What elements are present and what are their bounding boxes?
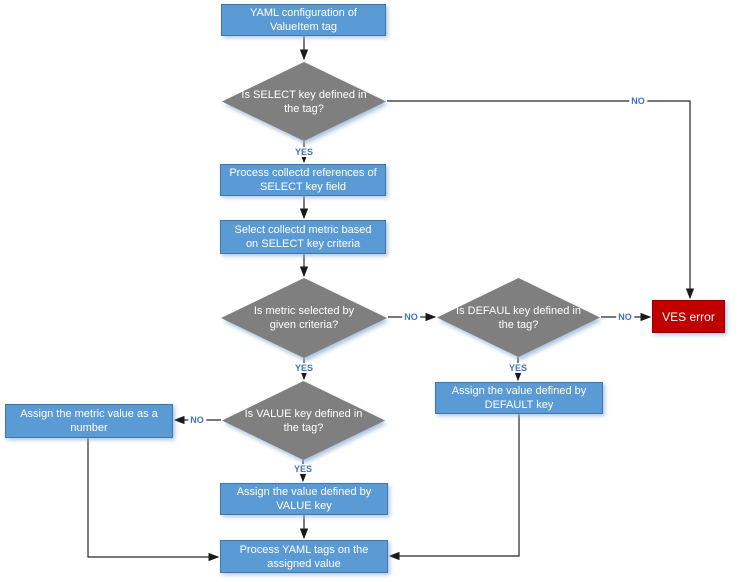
decision-metric-selected-label: Is metric selected by given criteria? xyxy=(253,305,355,331)
diamond-shape: Is metric selected by given criteria? xyxy=(221,278,387,358)
edge-label-no-metric: NO xyxy=(402,312,420,322)
edge-label-no-default: NO xyxy=(616,312,634,322)
edge-label-yes-default: YES xyxy=(506,363,530,373)
node-process-references-label: Process collectd references of SELECT ke… xyxy=(229,167,377,193)
node-yaml-config-label: YAML configuration of ValueItem tag xyxy=(249,7,357,33)
connector-select-no xyxy=(387,100,695,300)
node-assign-value-label: Assign the value defined by VALUE key xyxy=(236,486,372,512)
decision-select-key-label: Is SELECT key defined in the tag? xyxy=(241,88,367,115)
node-assign-metric-label: Assign the metric value as a number xyxy=(20,408,158,434)
edge-label-yes-select: YES xyxy=(292,147,316,157)
edge-label-no-value: NO xyxy=(188,415,206,425)
decision-select-key: Is SELECT key defined in the tag? xyxy=(222,62,386,141)
diamond-shape: Is VALUE key defined in the tag? xyxy=(222,381,385,460)
decision-default-key-label: Is DEFAUL key defined in the tag? xyxy=(456,304,581,331)
node-process-yaml-tags: Process YAML tags on the assigned value xyxy=(220,540,388,573)
diamond-shape: Is SELECT key defined in the tag? xyxy=(222,62,386,141)
node-select-metric: Select collectd metric based on SELECT k… xyxy=(220,220,386,254)
node-yaml-config: YAML configuration of ValueItem tag xyxy=(221,4,386,36)
node-ves-error-label: VES error xyxy=(662,309,715,324)
decision-value-key: Is VALUE key defined in the tag? xyxy=(222,381,385,460)
decision-value-key-label: Is VALUE key defined in the tag? xyxy=(244,407,363,434)
diamond-shape: Is DEFAUL key defined in the tag? xyxy=(437,278,600,357)
connector-assignmetric-to-processyaml xyxy=(87,438,220,562)
node-assign-metric: Assign the metric value as a number xyxy=(5,404,173,438)
node-assign-default-label: Assign the value defined by DEFAULT key xyxy=(451,385,587,411)
node-process-yaml-tags-label: Process YAML tags on the assigned value xyxy=(239,543,369,570)
edge-label-no-select: NO xyxy=(629,96,647,106)
decision-metric-selected: Is metric selected by given criteria? xyxy=(221,278,387,358)
node-ves-error: VES error xyxy=(652,300,725,333)
edge-label-yes-value: YES xyxy=(291,464,315,474)
decision-default-key: Is DEFAUL key defined in the tag? xyxy=(437,278,600,357)
node-assign-default: Assign the value defined by DEFAULT key xyxy=(435,382,603,414)
edge-label-yes-metric: YES xyxy=(292,363,316,373)
node-select-metric-label: Select collectd metric based on SELECT k… xyxy=(234,224,372,250)
connector-assigndefault-to-processyaml xyxy=(388,414,520,561)
node-process-references: Process collectd references of SELECT ke… xyxy=(220,164,386,196)
node-assign-value: Assign the value defined by VALUE key xyxy=(220,483,388,515)
